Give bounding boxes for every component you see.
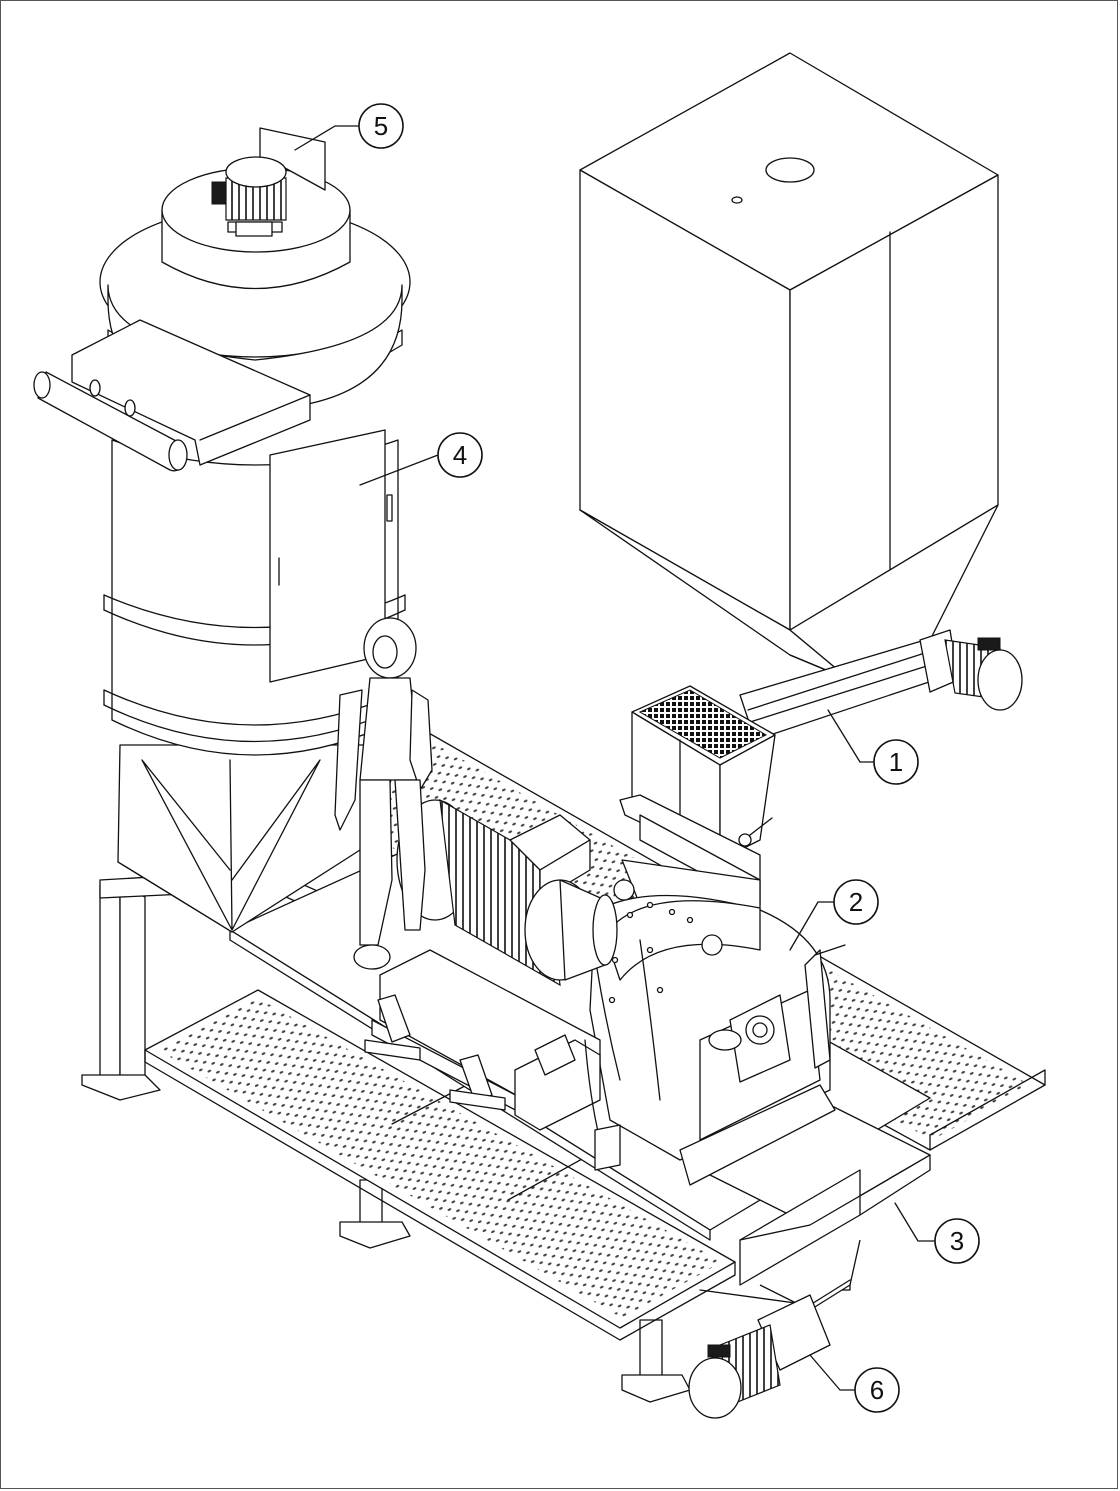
leader-lines: [294, 125, 936, 1391]
callout-1: 1: [873, 739, 919, 785]
intake-chute: [619, 685, 776, 921]
leader-2: [789, 901, 836, 951]
base-frame: [81, 869, 881, 1403]
leader-5: [294, 125, 359, 151]
svg-text:2: 2: [849, 887, 863, 917]
hammer-mill: [589, 879, 846, 1186]
svg-text:1: 1: [889, 747, 903, 777]
leader-1: [827, 709, 875, 763]
leader-6: [809, 1354, 856, 1391]
feed-bin: [579, 52, 999, 681]
callout-5: 5: [358, 103, 404, 149]
callout-3: 3: [934, 1218, 980, 1264]
human-figure-scale: [334, 617, 433, 970]
screw-feeder: [739, 629, 1023, 741]
leader-4: [359, 454, 439, 486]
leader-3: [894, 1202, 936, 1242]
hydraulic-unit: [514, 1034, 621, 1171]
filter-cyclone: [33, 127, 411, 933]
svg-text:3: 3: [950, 1226, 964, 1256]
callout-2: 2: [833, 879, 879, 925]
callout-6: 6: [854, 1367, 900, 1413]
svg-text:5: 5: [374, 111, 388, 141]
svg-text:4: 4: [453, 440, 467, 470]
front-walkway-grate: [144, 989, 736, 1341]
mill-bolts: [608, 901, 694, 1004]
callout-4: 4: [437, 432, 483, 478]
svg-text:6: 6: [870, 1375, 884, 1405]
outlet-conveyor-motor: [688, 1294, 831, 1419]
